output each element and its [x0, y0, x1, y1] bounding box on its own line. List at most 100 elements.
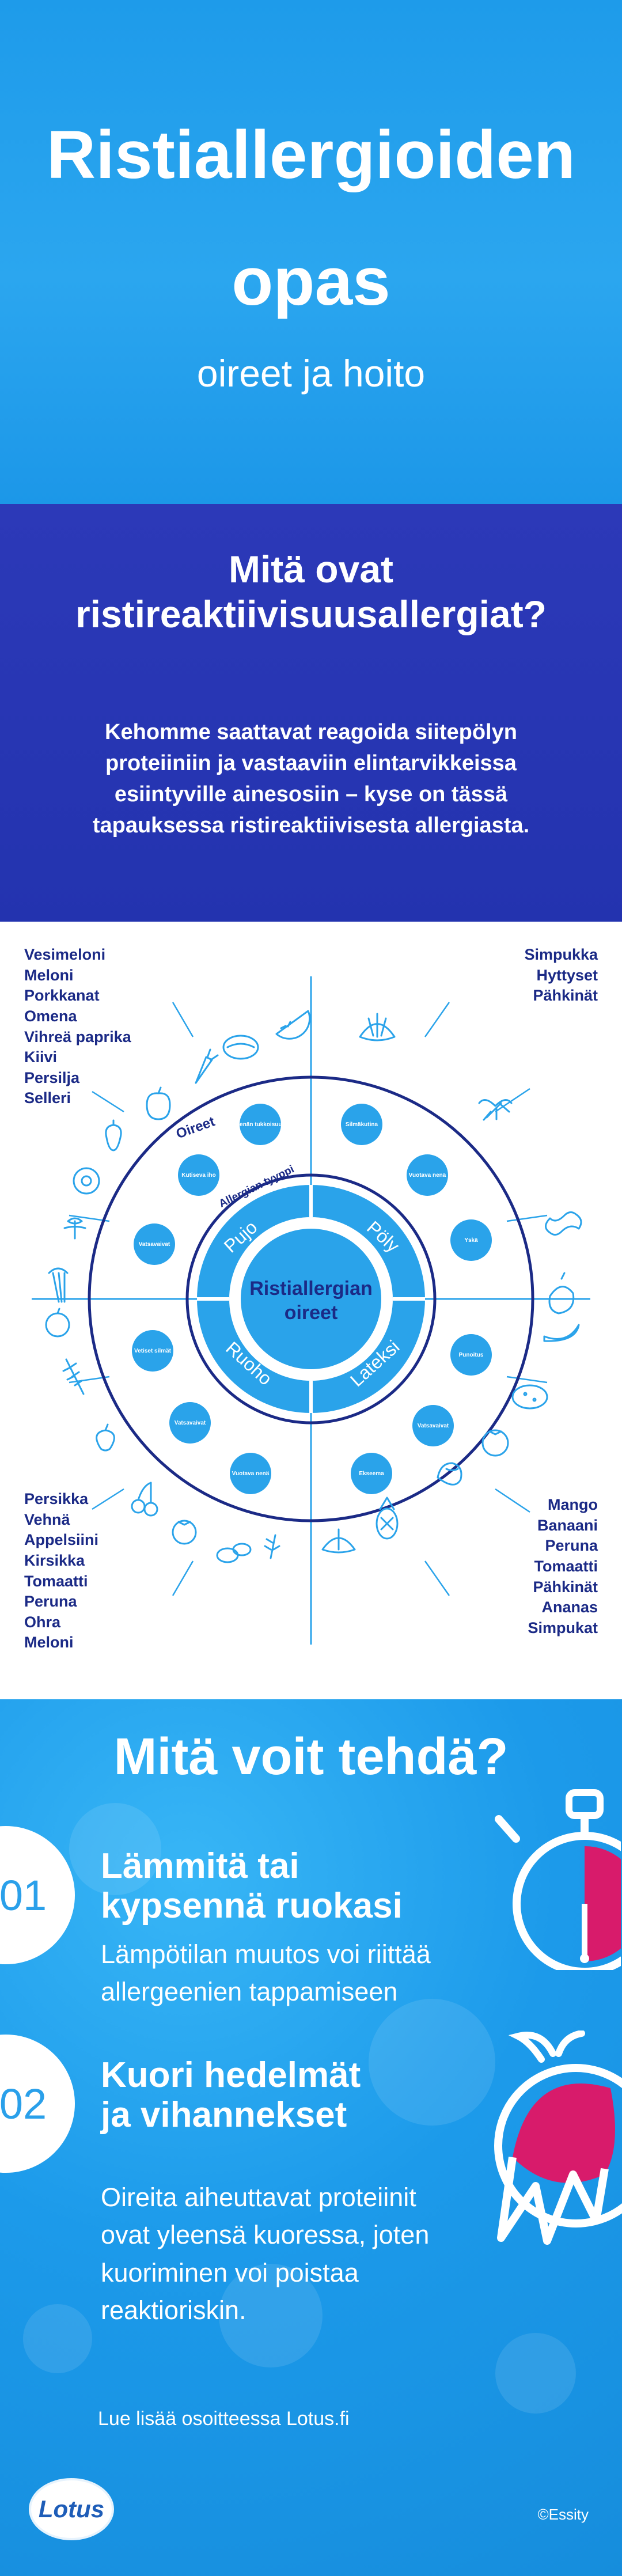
food-item: Mango	[548, 1496, 598, 1513]
food-item: Pähkinät	[533, 1578, 598, 1596]
center-title-line1: Ristiallergian	[249, 1278, 373, 1300]
tips-title: Mitä voit tehdä?	[113, 1728, 509, 1786]
food-item: Meloni	[24, 966, 74, 984]
watermelon-icon	[275, 1010, 311, 1040]
carrot-icon	[195, 1048, 219, 1084]
tip-heading-2-line1: Kuori hedelmät	[101, 2055, 361, 2095]
diagram-graphic: Ristiallergian oireet Pujo Pöly Ruoho La…	[32, 976, 590, 1645]
tip-heading-2-line2: ja vihannekset	[101, 2095, 347, 2135]
food-item: Simpukat	[528, 1619, 598, 1636]
bokeh-decoration	[69, 1803, 161, 1895]
food-item: Persikka	[24, 1490, 89, 1507]
symptom-br-3: Ekseema	[359, 1471, 384, 1477]
orange-icon	[45, 1308, 70, 1338]
symptom-tr-3: Yskä	[464, 1237, 478, 1244]
symptom-tl-3: Vatsavaivat	[139, 1241, 170, 1248]
tip-heading-1: Lämmitä tai kypsennä ruokasi	[101, 1846, 403, 1926]
walnut-icon	[437, 1462, 462, 1486]
tip-heading-2: Kuori hedelmät ja vihannekset	[101, 2055, 361, 2135]
banana-icon	[543, 1324, 580, 1342]
food-item: Porkkanat	[24, 987, 100, 1005]
symptom-bubbles	[132, 1104, 492, 1494]
food-item: Pähkinät	[533, 987, 598, 1005]
hero-subtitle: oireet ja hoito	[196, 352, 426, 395]
symptom-tl-1: Kutiseva iho	[181, 1172, 215, 1179]
mango-icon	[548, 1272, 575, 1314]
tip-text-2: Oireita aiheuttavat proteiinit ovat ylee…	[101, 2183, 430, 2325]
food-list-poly: Simpukka Hyttyset Pähkinät	[524, 945, 598, 1006]
tip-number-2: 02	[0, 2035, 75, 2173]
parsley-icon	[63, 1217, 86, 1240]
peeled-fruit-icon	[494, 2031, 622, 2245]
kiwi-icon	[73, 1167, 100, 1195]
read-more-link[interactable]: Lue lisää osoitteessa Lotus.fi	[98, 2408, 350, 2430]
potatoes-icon	[216, 1543, 252, 1563]
food-item: Persilja	[24, 1069, 80, 1086]
intro-title: Mitä ovat ristireaktiivisuusallergiat?	[0, 547, 622, 637]
center-circle	[241, 1229, 381, 1369]
tips-section: Mitä voit tehdä? 01 Lämmitä tai kypsennä…	[0, 1699, 622, 2576]
food-item: Tomaatti	[534, 1557, 598, 1575]
bokeh-decoration	[495, 2333, 576, 2414]
food-list-lateksi: Mango Banaani Peruna Tomaatti Pähkinät A…	[528, 1495, 598, 1638]
peach-icon	[96, 1423, 115, 1452]
apple-icon	[146, 1086, 171, 1120]
food-item: Simpukka	[524, 946, 598, 963]
intro-title-line2: ristireaktiivisuusallergiat?	[75, 592, 547, 635]
food-item: Vihreä paprika	[24, 1028, 131, 1045]
food-list-ruoho: Persikka Vehnä Appelsiini Kirsikka Tomaa…	[24, 1489, 98, 1653]
peanut-icon	[545, 1211, 582, 1236]
food-item: Banaani	[537, 1516, 598, 1534]
symptom-bl-3: Vetiset silmät	[134, 1348, 172, 1354]
hero-section: Ristiallergioiden opas oireet ja hoito	[0, 0, 622, 504]
food-item: Peruna	[24, 1593, 77, 1611]
lotus-logo: Lotus	[29, 2478, 114, 2540]
symptom-bl-1: Vuotava nenä	[232, 1471, 270, 1477]
outer-ring	[88, 1075, 534, 1522]
symptom-br-1: Punoitus	[459, 1352, 484, 1358]
food-item: Peruna	[545, 1537, 598, 1555]
tip-text-1: Lämpötilan muutos voi riittää allergeeni…	[101, 1939, 431, 2007]
pineapple-icon	[376, 1497, 399, 1540]
cross-allergy-diagram: Ristiallergian oireet Pujo Pöly Ruoho La…	[0, 922, 622, 1699]
pepper-icon	[105, 1119, 122, 1151]
hero-title-line2: opas	[232, 244, 390, 320]
celery-icon	[48, 1267, 69, 1303]
symptom-tr-1: Silmäkutina	[346, 1122, 378, 1128]
tip-number-1: 01	[0, 1826, 75, 1964]
tip-heading-1-line2: kypsennä ruokasi	[101, 1886, 403, 1926]
types-ring	[185, 1173, 437, 1425]
barley-icon	[264, 1534, 280, 1559]
food-item: Ohra	[24, 1613, 61, 1631]
food-item: Tomaatti	[24, 1572, 88, 1590]
potato-icon	[511, 1384, 548, 1410]
bokeh-decoration	[219, 2264, 323, 2367]
symptom-tl-2: Nenän tukkoisuus	[236, 1122, 286, 1128]
intro-text: Kehomme saattavat reagoida siitepölyn pr…	[92, 720, 530, 838]
food-item: Hyttyset	[536, 966, 598, 984]
center-title-line2: oireet	[285, 1302, 338, 1324]
tomato-bottom-icon	[172, 1520, 197, 1545]
intro-title-line1: Mitä ovat	[228, 548, 394, 590]
clam-icon	[321, 1528, 356, 1554]
wheat-icon	[62, 1358, 85, 1395]
shell-icon	[359, 1013, 396, 1041]
symptom-bl-2: Vatsavaivat	[175, 1420, 206, 1426]
food-item: Omena	[24, 1007, 77, 1025]
tip-heading-1-line1: Lämmitä tai	[101, 1846, 299, 1886]
bokeh-decoration	[369, 1999, 495, 2126]
melon-icon	[222, 1035, 259, 1060]
food-item: Meloni	[24, 1634, 74, 1651]
food-item: Kirsikka	[24, 1551, 85, 1569]
copyright: ©Essity	[537, 2506, 589, 2523]
food-list-pujo: Vesimeloni Meloni Porkkanat Omena Vihreä…	[24, 945, 131, 1109]
hero-title-line1: Ristiallergioiden	[47, 117, 575, 193]
food-item: Ananas	[541, 1598, 598, 1616]
mosquito-icon	[478, 1099, 513, 1121]
bokeh-decoration	[23, 2304, 92, 2373]
cherry-icon	[131, 1482, 158, 1517]
symptom-tr-2: Vuotava nenä	[409, 1172, 446, 1179]
tomato-icon	[481, 1429, 509, 1457]
intro-section: Mitä ovat ristireaktiivisuusallergiat? K…	[0, 504, 622, 922]
